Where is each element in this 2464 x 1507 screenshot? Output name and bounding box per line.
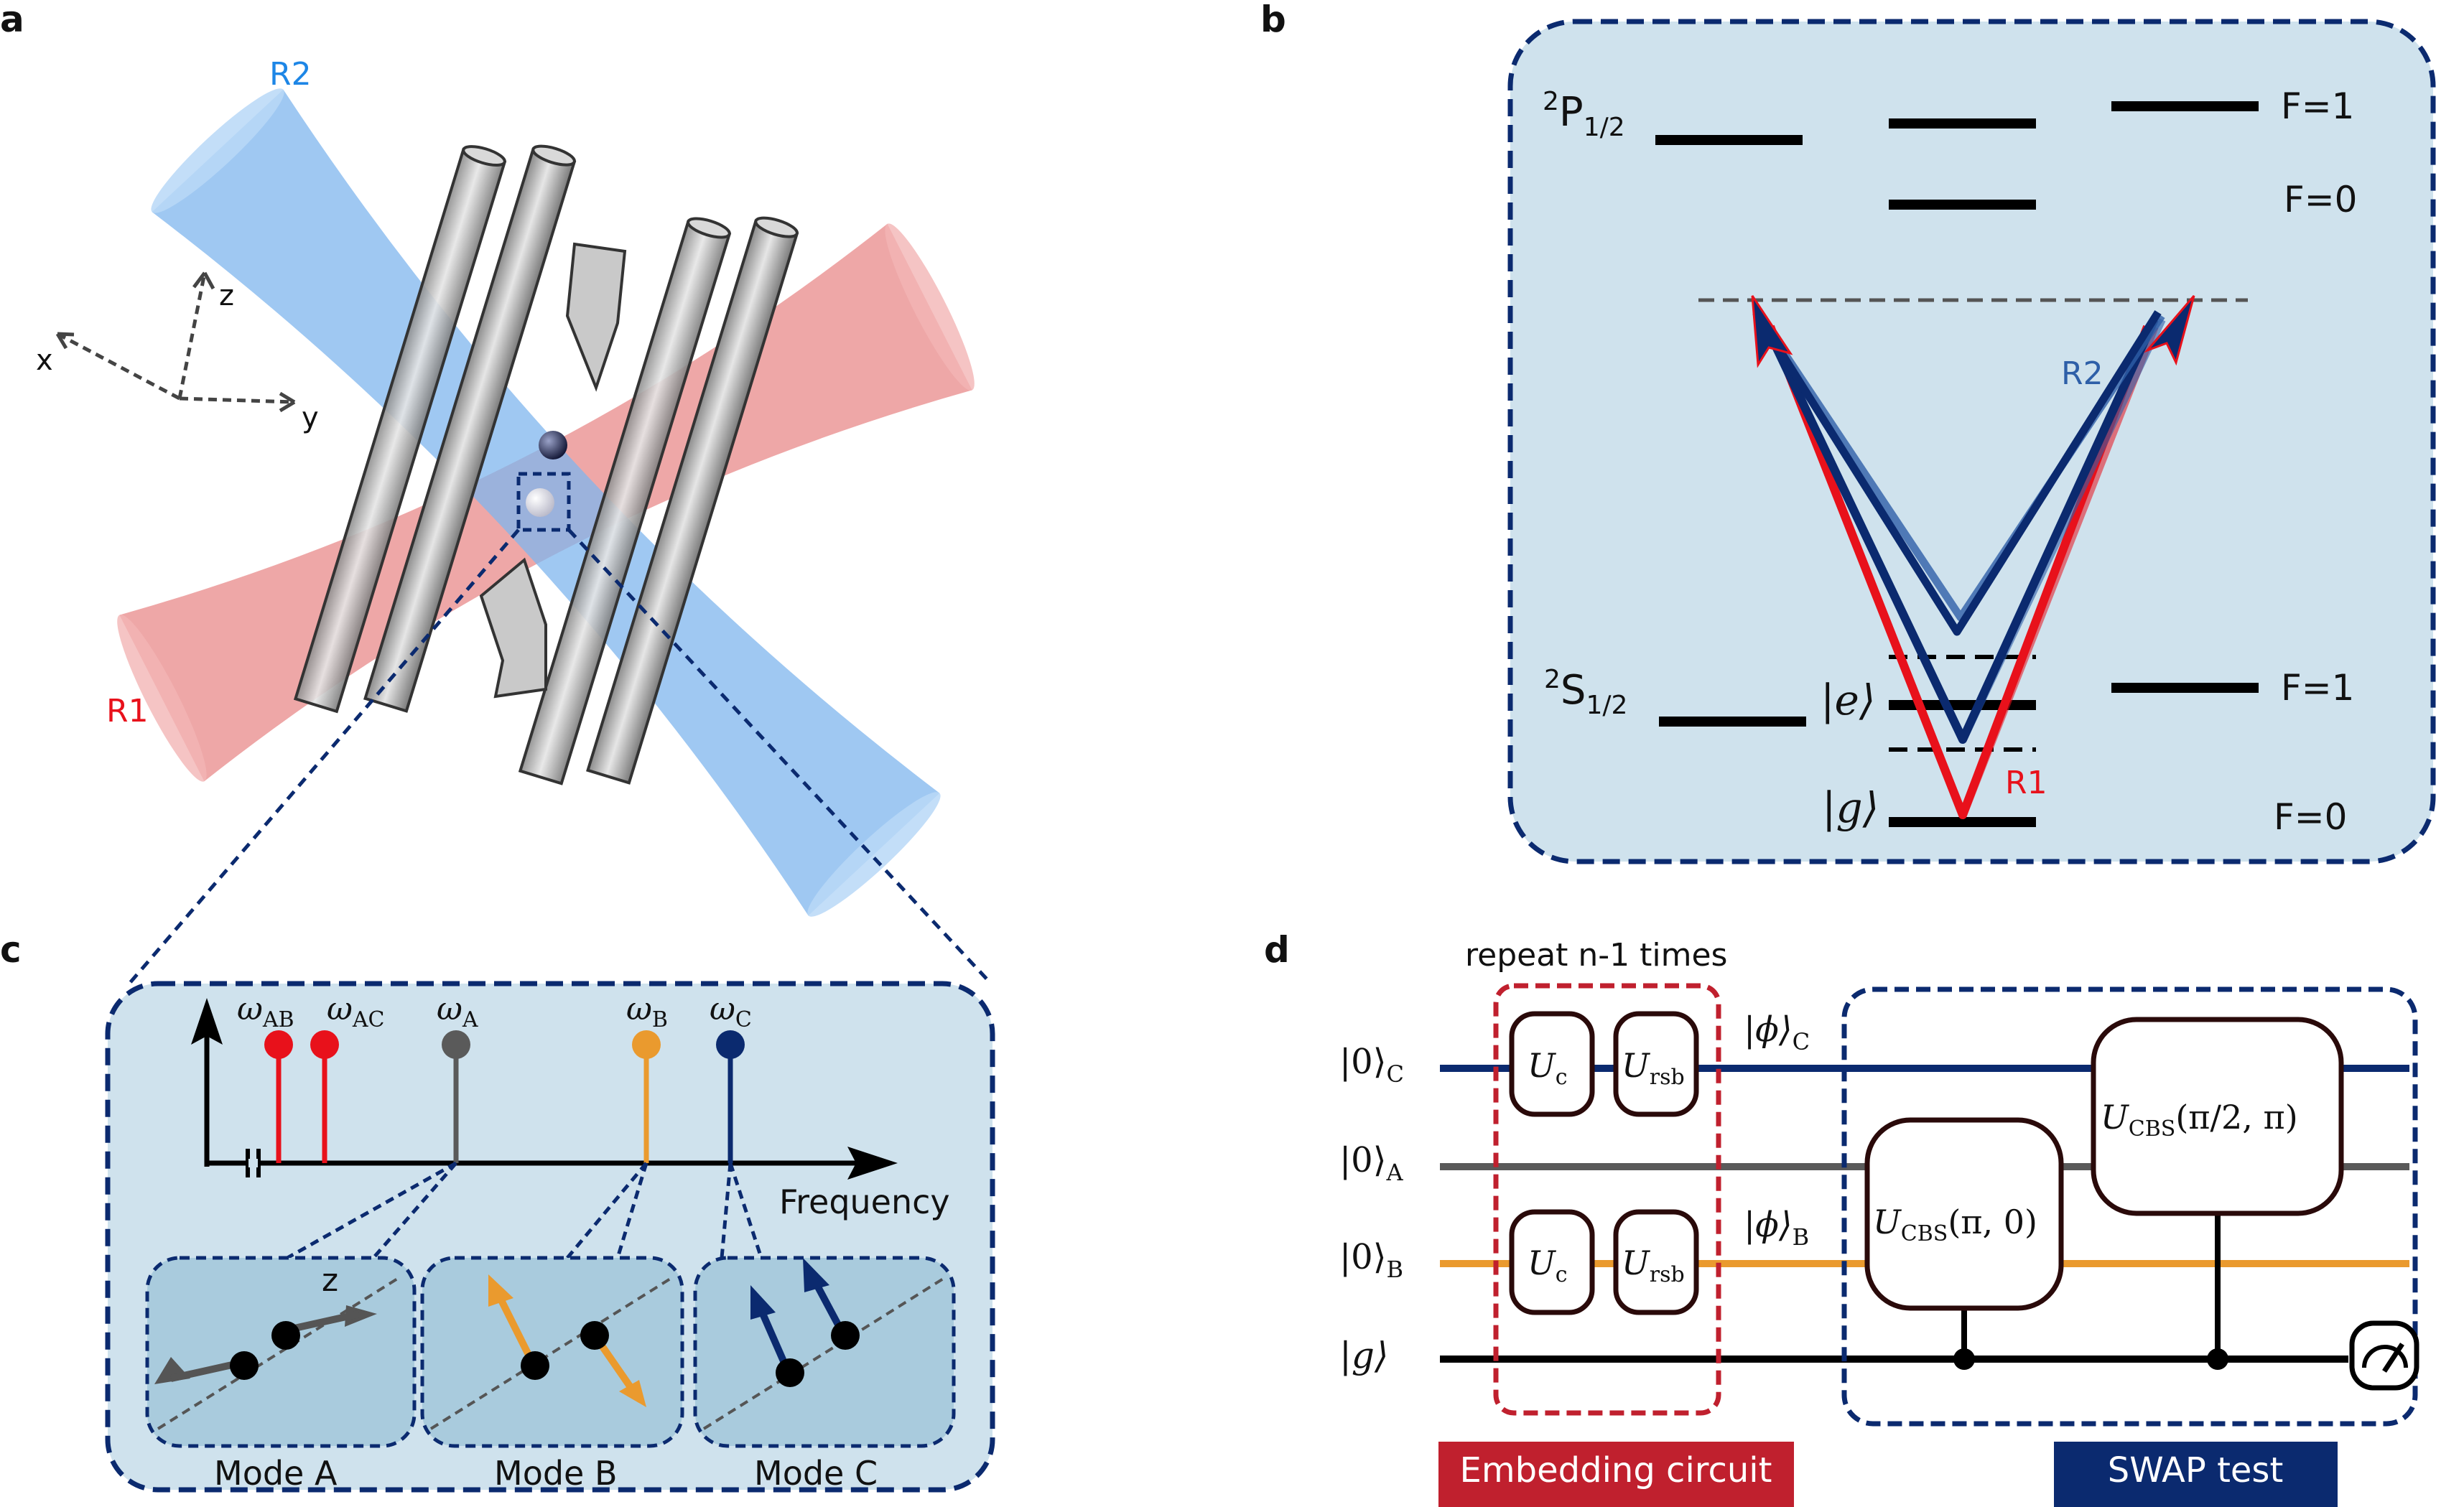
mode-c-ion-1 xyxy=(776,1358,804,1387)
mode-b-ion-1 xyxy=(521,1351,549,1380)
gate-uc-c xyxy=(1509,1011,1595,1117)
trap-rods xyxy=(293,144,799,785)
mode-b-ion-2 xyxy=(580,1321,609,1350)
f1-top-label: F=1 xyxy=(2281,85,2354,127)
gate-ursb-c-label: Ursb xyxy=(1622,1046,1685,1090)
panel-a: a xyxy=(0,0,992,985)
mode-a-label: Mode A xyxy=(214,1454,338,1493)
needle-electrodes xyxy=(479,242,627,699)
panel-b: b 2P1/2 F=1 F=0 2S1/2 F=1 F=0 |e⟩ |g⟩ xyxy=(1260,0,2436,864)
gate-cbs-1 xyxy=(1864,1117,2064,1311)
spectrum-stems xyxy=(264,1030,745,1163)
beam-r1-label: R1 xyxy=(106,693,149,729)
mode-a-ion-1 xyxy=(230,1351,259,1380)
measurement-icon xyxy=(2349,1320,2419,1391)
gate-cbs-1-label: UCBS(π, 0) xyxy=(1873,1203,2037,1246)
omega-b-label: ωB xyxy=(626,991,668,1032)
omega-a-label: ωA xyxy=(437,991,478,1032)
omega-c-label: ωC xyxy=(710,991,752,1032)
gate-ursb-c xyxy=(1613,1011,1699,1117)
gate-ursb-b xyxy=(1613,1209,1699,1315)
ion-dark xyxy=(539,431,567,459)
mode-a-ion-2 xyxy=(271,1321,300,1350)
beam-r2-label: R2 xyxy=(269,56,312,93)
omega-ac-label: ωAC xyxy=(327,991,385,1032)
zoom-line-left xyxy=(128,528,520,985)
mode-c-ion-2 xyxy=(831,1321,860,1350)
embedding-label-box xyxy=(1438,1442,1794,1507)
r1-transition-label: R1 xyxy=(2005,765,2047,801)
repeat-label: repeat n-1 times xyxy=(1465,937,1727,974)
omega-ab-label: ωAB xyxy=(237,991,294,1032)
gate-ursb-b-label: Ursb xyxy=(1622,1244,1685,1287)
phi-c-label: |ϕ⟩C xyxy=(1744,1009,1810,1055)
f1-bottom-label: F=1 xyxy=(2281,667,2354,709)
ket-g-label: |g⟩ xyxy=(1822,783,1879,832)
mode-b-label: Mode B xyxy=(494,1454,618,1493)
s-level-label: 2S1/2 xyxy=(1544,665,1627,720)
panel-c: c Frequency ωAB ωAC ωA ωB ωC xyxy=(0,929,995,1493)
axis-z-label: z xyxy=(219,279,234,312)
gate-cbs-2-label: UCBS(π/2, π) xyxy=(2101,1098,2298,1142)
r2-transition-label: R2 xyxy=(2061,355,2103,392)
embedding-box xyxy=(1493,983,1721,1416)
swap-label-box xyxy=(2054,1442,2338,1507)
control-dot-2 xyxy=(2207,1348,2228,1370)
mode-c-label: Mode C xyxy=(754,1454,878,1493)
gate-uc-c-label: Uc xyxy=(1528,1046,1568,1090)
f0-bottom-label: F=0 xyxy=(2274,796,2347,838)
axis-y-label: y xyxy=(302,401,319,434)
gate-cbs-2 xyxy=(2091,1017,2344,1216)
gate-uc-b xyxy=(1509,1209,1595,1315)
frequency-axis-label: Frequency xyxy=(779,1182,950,1221)
wire-a-label: |0⟩A xyxy=(1339,1140,1403,1186)
f0-top-label: F=0 xyxy=(2284,179,2357,220)
ion-light xyxy=(526,488,554,517)
wire-g-label: |g⟩ xyxy=(1339,1335,1388,1376)
arrowhead-right xyxy=(2144,295,2195,366)
p-level-label: 2P1/2 xyxy=(1543,87,1625,142)
mode-z-label: z xyxy=(322,1262,338,1299)
raman-transitions xyxy=(1752,310,2166,819)
wire-c-label: |0⟩C xyxy=(1339,1042,1404,1088)
embedding-label: Embedding circuit xyxy=(1460,1450,1772,1490)
mode-connectors xyxy=(286,1161,763,1260)
axis-x-label: x xyxy=(36,344,53,377)
ket-e-label: |e⟩ xyxy=(1821,676,1876,724)
wire-b-label: |0⟩B xyxy=(1339,1237,1403,1283)
panel-c-label: c xyxy=(0,929,22,971)
panel-b-label: b xyxy=(1260,0,1286,40)
panel-b-box xyxy=(1507,19,2436,864)
ion-zoom-box xyxy=(516,472,571,532)
arrowhead-left xyxy=(1751,295,1793,368)
swap-test-box xyxy=(1841,986,2418,1427)
panel-d: d repeat n-1 times |0⟩C |0⟩A |0⟩B |g⟩ Uc… xyxy=(1264,929,2419,1507)
gate-uc-b-label: Uc xyxy=(1528,1244,1568,1287)
swap-label: SWAP test xyxy=(2108,1450,2284,1490)
phi-b-label: |ϕ⟩B xyxy=(1744,1205,1809,1251)
coordinate-axes xyxy=(56,272,295,404)
panel-d-label: d xyxy=(1264,929,1290,971)
control-dot-1 xyxy=(1953,1348,1975,1370)
panel-a-label: a xyxy=(0,0,24,40)
